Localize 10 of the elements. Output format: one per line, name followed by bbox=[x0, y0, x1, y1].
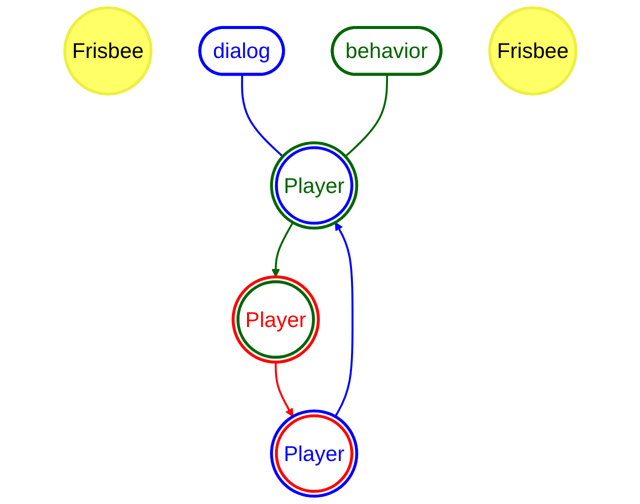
node-circle: Player bbox=[270, 409, 358, 498]
node-circle: Player bbox=[231, 275, 320, 364]
node-circle: Frisbee bbox=[488, 6, 578, 96]
arrow bbox=[274, 362, 293, 417]
node-circle: Frisbee bbox=[62, 6, 152, 96]
arrow bbox=[334, 222, 354, 418]
connector bbox=[240, 74, 284, 158]
arrow bbox=[271, 222, 294, 278]
node-circle: Player bbox=[270, 141, 358, 230]
connector bbox=[344, 74, 388, 158]
